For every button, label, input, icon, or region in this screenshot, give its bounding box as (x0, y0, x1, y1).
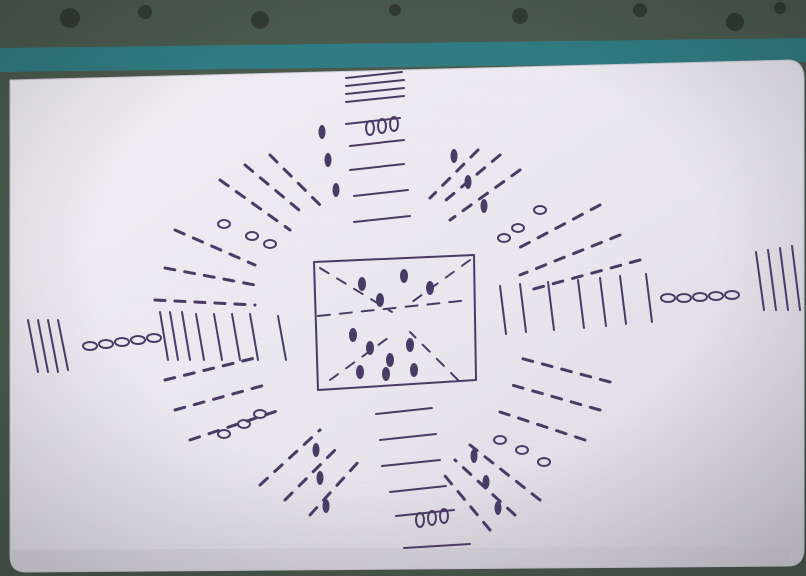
photo-svg (0, 0, 806, 576)
photo-scene (0, 0, 806, 576)
photo-vignette (0, 0, 806, 576)
